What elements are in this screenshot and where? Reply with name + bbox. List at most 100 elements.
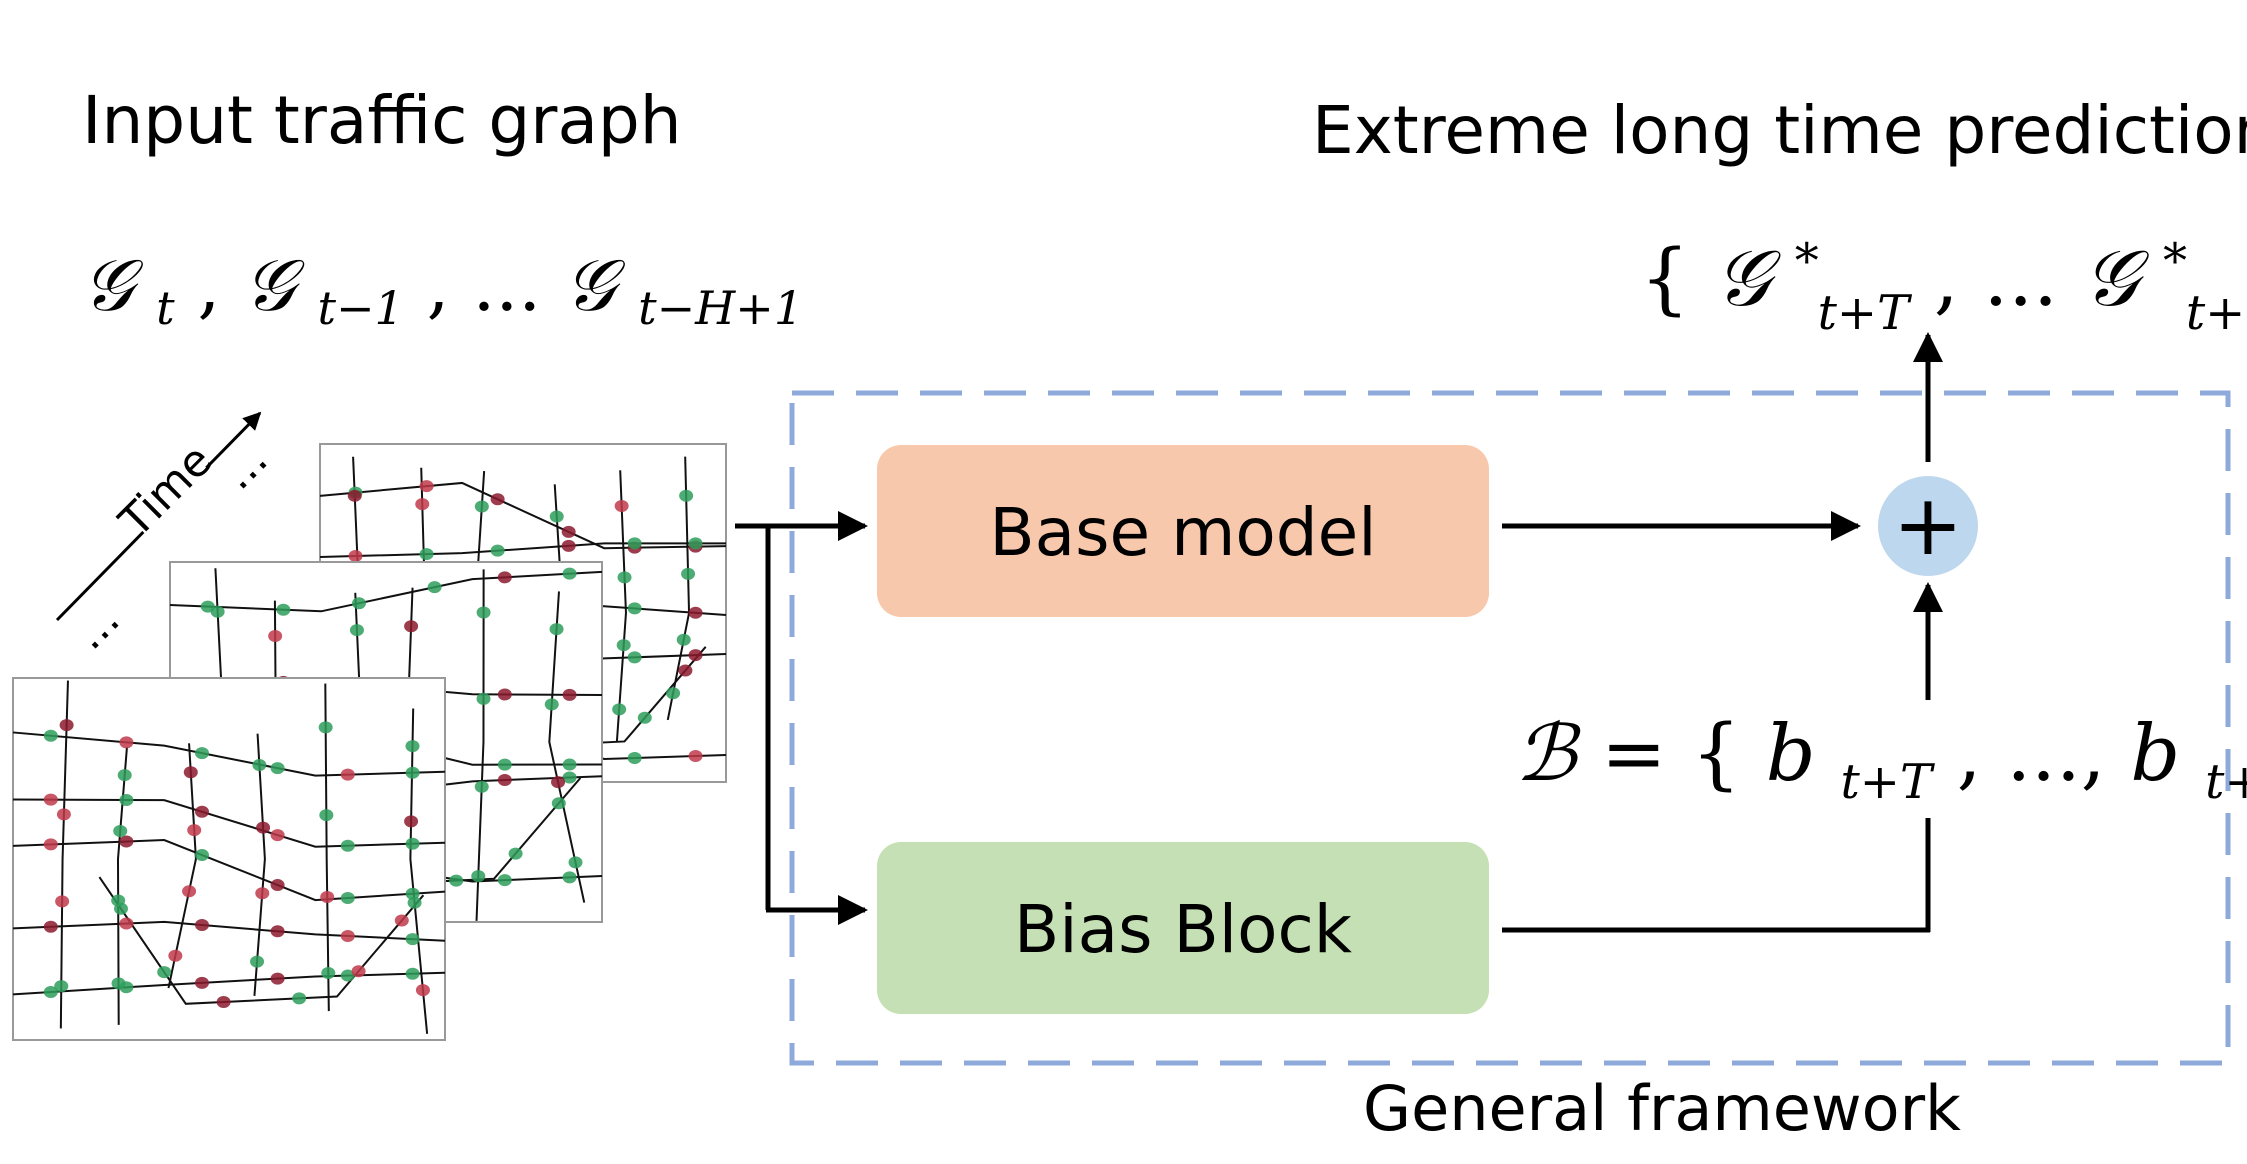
sensor-node bbox=[497, 688, 512, 701]
sensor-node bbox=[688, 749, 703, 762]
sensor-node bbox=[551, 776, 566, 789]
sensor-node bbox=[351, 965, 366, 978]
sensor-node bbox=[43, 729, 58, 742]
sensor-node bbox=[276, 603, 291, 616]
sensor-node bbox=[187, 824, 202, 837]
sensor-node bbox=[490, 544, 505, 557]
sensor-node bbox=[195, 919, 209, 932]
sensor-node bbox=[404, 620, 419, 633]
plus-icon: + bbox=[1893, 476, 1963, 574]
sensor-node bbox=[415, 498, 430, 511]
sensor-node bbox=[59, 719, 74, 732]
bias-connector bbox=[1502, 582, 1943, 933]
base-model-label: Base model bbox=[989, 494, 1376, 571]
sensor-node bbox=[497, 758, 512, 771]
sensor-node bbox=[419, 548, 434, 561]
sensor-node bbox=[195, 849, 209, 862]
sensor-node bbox=[54, 980, 69, 993]
sum-node: + bbox=[1878, 476, 1978, 576]
sensor-node bbox=[340, 839, 355, 852]
sensor-node bbox=[352, 597, 366, 610]
road-line bbox=[409, 708, 429, 1034]
output-title: Extreme long time prediction bbox=[1312, 92, 2247, 169]
sensor-node bbox=[562, 871, 577, 884]
road-line bbox=[167, 743, 197, 989]
sensor-node bbox=[627, 651, 642, 664]
sensor-node bbox=[270, 925, 285, 938]
sensor-node bbox=[508, 847, 523, 860]
sensor-node bbox=[405, 887, 420, 900]
sensor-node bbox=[404, 815, 419, 828]
sensor-node bbox=[688, 649, 703, 662]
road-line bbox=[12, 839, 446, 902]
sensor-node bbox=[340, 891, 355, 904]
sensor-node bbox=[497, 774, 512, 787]
sensor-node bbox=[55, 895, 70, 908]
bias-block: Bias Block bbox=[877, 842, 1489, 1014]
sensor-node bbox=[405, 837, 420, 850]
sensor-node bbox=[252, 759, 267, 772]
sensor-node bbox=[688, 537, 703, 550]
sensor-node bbox=[405, 967, 420, 980]
sensor-node bbox=[415, 984, 430, 997]
sensor-node bbox=[474, 500, 489, 513]
sensor-node bbox=[348, 550, 363, 563]
sensor-node bbox=[182, 885, 197, 898]
sensor-node bbox=[549, 510, 564, 523]
sensor-node bbox=[195, 747, 209, 760]
road-line bbox=[12, 798, 446, 848]
sensor-node bbox=[340, 768, 355, 781]
sensor-node bbox=[268, 630, 283, 643]
sensor-node bbox=[119, 736, 134, 749]
input-connector bbox=[735, 511, 868, 925]
road-line bbox=[548, 591, 586, 903]
sensor-node bbox=[114, 902, 128, 915]
sensor-node bbox=[476, 606, 491, 619]
road-line bbox=[324, 683, 330, 1012]
bias-formula: ℬ = { b t+T , ..., b t+1 } bbox=[1515, 709, 2247, 817]
sensor-node bbox=[56, 808, 71, 821]
sensor-node bbox=[617, 571, 632, 584]
sensor-node bbox=[612, 703, 627, 716]
sensor-node bbox=[111, 977, 126, 990]
sensor-node bbox=[43, 920, 58, 933]
sensor-node bbox=[476, 692, 491, 705]
sensor-node bbox=[270, 829, 285, 842]
sensor-node bbox=[549, 623, 564, 636]
input-sequence-formula: 𝒢 t , 𝒢 t−1 , ... 𝒢 t−H+1 bbox=[82, 243, 803, 341]
road-line bbox=[12, 971, 446, 996]
sensor-node bbox=[195, 976, 209, 989]
sensor-node bbox=[627, 602, 642, 615]
sensor-node bbox=[681, 567, 696, 580]
sensor-node bbox=[427, 581, 442, 594]
sensor-node bbox=[474, 780, 489, 793]
sensor-node bbox=[119, 793, 134, 806]
sensor-node bbox=[562, 567, 577, 580]
time-ellipsis-top: ... bbox=[212, 434, 278, 500]
sensor-node bbox=[347, 489, 362, 502]
sensor-node bbox=[627, 537, 642, 550]
sensor-node bbox=[270, 972, 285, 985]
sensor-node bbox=[349, 624, 364, 637]
sensor-node bbox=[394, 914, 409, 927]
sensor-node bbox=[562, 758, 577, 771]
road-line bbox=[98, 876, 425, 1005]
sensor-node bbox=[405, 740, 420, 753]
sensor-node bbox=[250, 955, 265, 968]
road-line bbox=[169, 570, 603, 613]
sensor-node bbox=[568, 856, 583, 869]
sensor-node bbox=[183, 766, 198, 779]
sensor-node bbox=[471, 870, 486, 883]
sensor-node bbox=[270, 879, 285, 892]
sensor-node bbox=[627, 751, 642, 764]
sensor-node bbox=[113, 825, 128, 838]
sensor-node bbox=[321, 967, 336, 980]
sensor-node bbox=[216, 995, 231, 1008]
sensor-node bbox=[637, 711, 652, 724]
sensor-node bbox=[43, 838, 58, 851]
sensor-node bbox=[340, 929, 355, 942]
sensor-node bbox=[168, 949, 183, 962]
traffic-map-frame-front bbox=[12, 677, 446, 1041]
sensor-node bbox=[490, 493, 505, 506]
